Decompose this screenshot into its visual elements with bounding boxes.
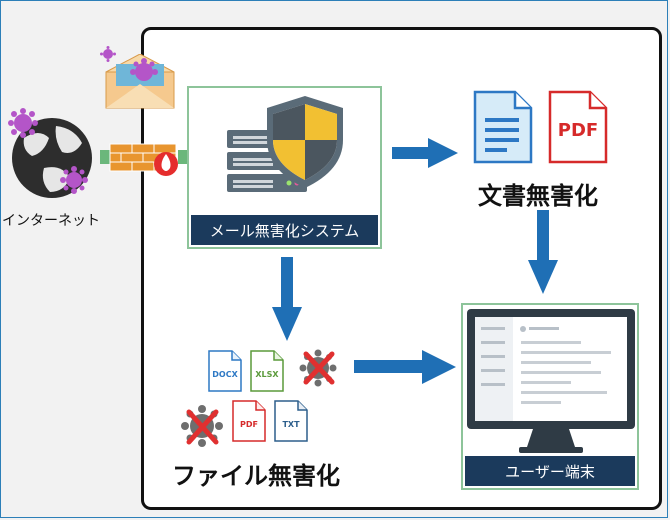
arrow-down bbox=[528, 210, 558, 294]
file-sanitize-label: ファイル無害化 bbox=[172, 462, 340, 490]
txt-file-icon: TXT bbox=[274, 400, 308, 442]
doc-sanitize-label: 文書無害化 bbox=[478, 182, 598, 210]
arrow-right bbox=[354, 350, 456, 384]
internet-label: インターネット bbox=[2, 213, 100, 229]
document-icon bbox=[473, 90, 533, 164]
pdf-icon: PDF bbox=[548, 90, 608, 164]
secure-server-icon bbox=[227, 96, 343, 192]
user-terminal: ユーザー端末 bbox=[461, 303, 639, 490]
virus-icon bbox=[100, 46, 116, 62]
pdf-icon-label: PDF bbox=[557, 120, 599, 141]
envelope-icon bbox=[105, 54, 175, 109]
mail-sanitization-system: メール無害化システム bbox=[187, 86, 382, 249]
user-terminal-label: ユーザー端末 bbox=[465, 456, 635, 486]
blocked-virus-icon bbox=[181, 405, 223, 447]
mail-system-label: メール無害化システム bbox=[191, 215, 378, 245]
firewall-icon bbox=[100, 143, 190, 176]
arrow-right bbox=[392, 138, 458, 168]
virus-icon bbox=[60, 166, 88, 194]
monitor-icon bbox=[467, 309, 635, 453]
virus-icon bbox=[8, 108, 38, 138]
blocked-virus-icon bbox=[299, 349, 337, 387]
arrow-down bbox=[272, 257, 302, 341]
xlsx-file-icon: XLSX bbox=[250, 350, 284, 392]
pdf-file-icon: PDF bbox=[232, 400, 266, 442]
docx-file-icon: DOCX bbox=[208, 350, 242, 392]
